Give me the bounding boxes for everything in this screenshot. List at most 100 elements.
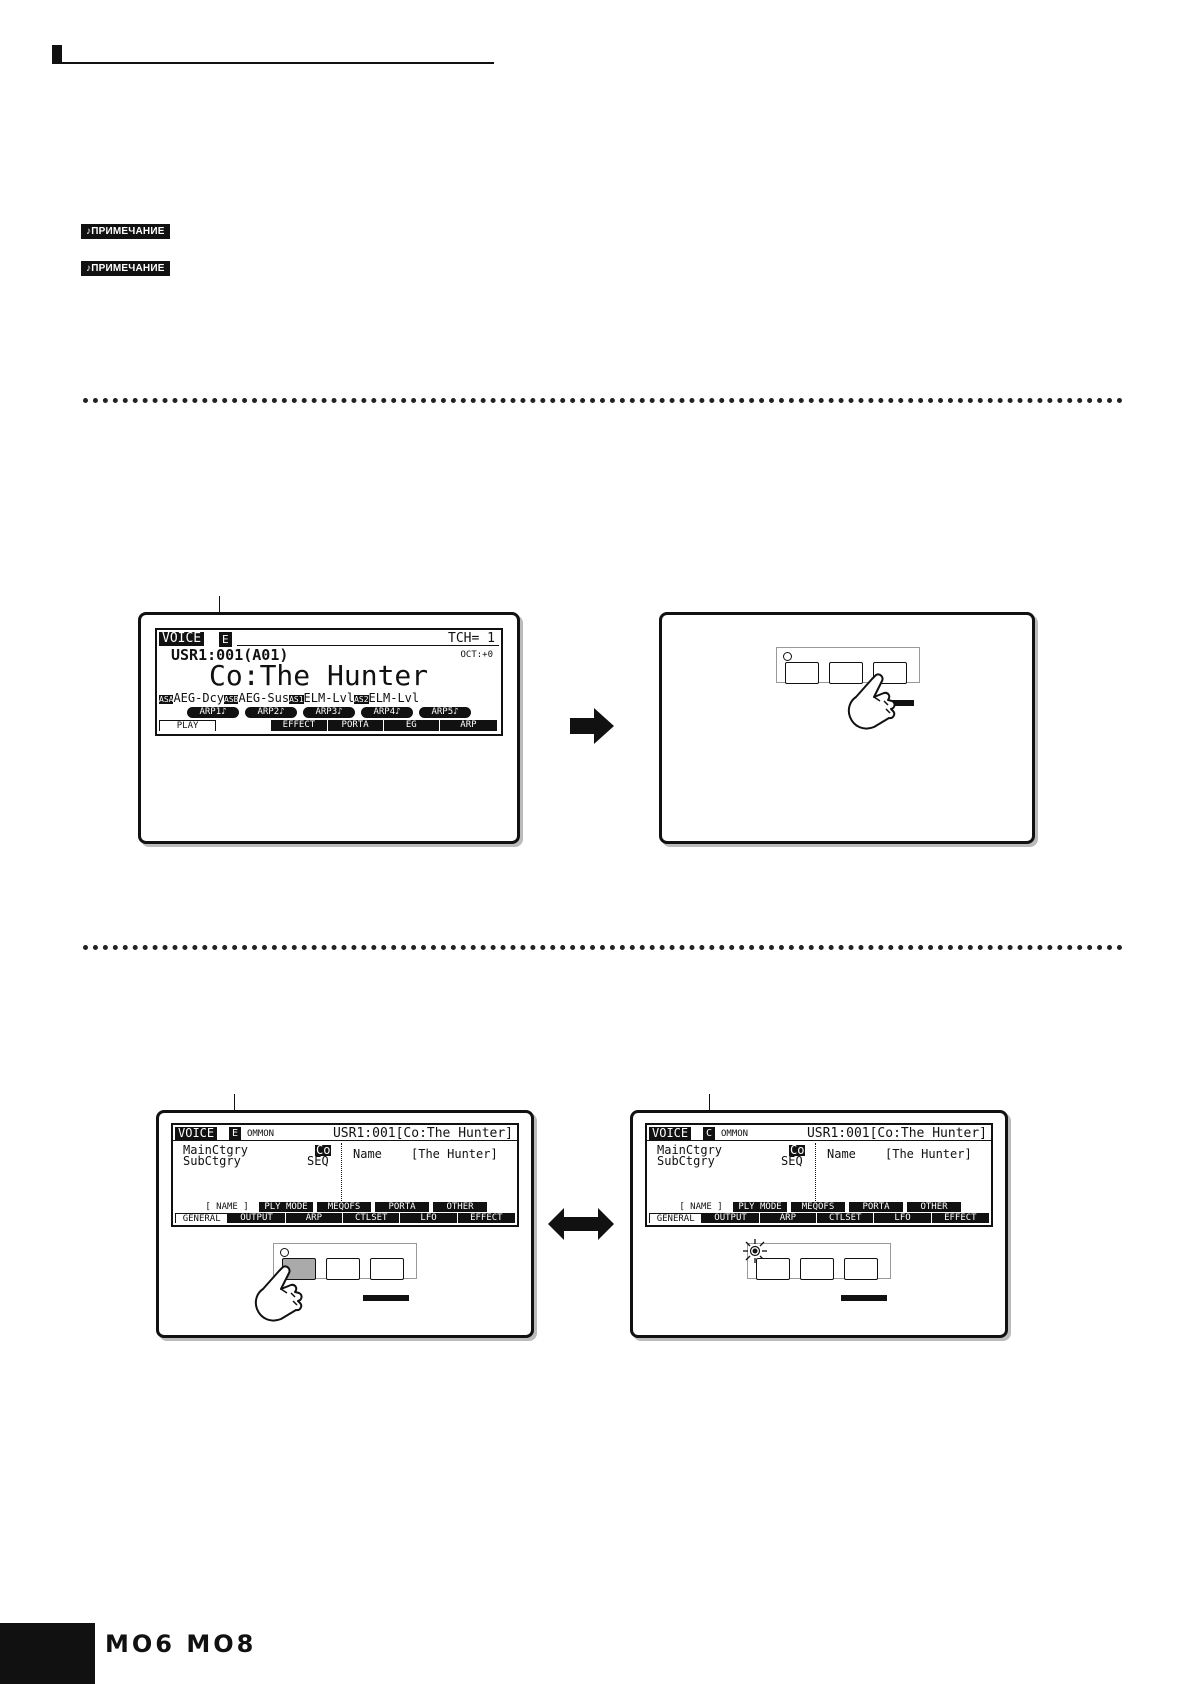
sub-category-value[interactable]: SEQ (307, 1154, 329, 1168)
main-category-label: MainCtgry (657, 1143, 723, 1157)
assign-value: ELM-Lvl (368, 691, 420, 705)
arp-buttons: ARP1♪ ARP2♪ ARP3♪ ARP4♪ ARP5♪ (187, 707, 487, 718)
subtab-meqofs[interactable]: MEQOFS (791, 1202, 845, 1212)
program-label: USR1:001[Co:The Hunter] (332, 1126, 513, 1141)
voice-name: Co:The Hunter (209, 659, 429, 692)
assign-value: ELM-Lvl (303, 691, 355, 705)
program-number: USR1:001(A01) (171, 646, 289, 664)
section-divider (83, 945, 1123, 950)
arp-button[interactable]: ARP5♪ (419, 707, 471, 718)
header-line (647, 1140, 991, 1141)
tab-arp[interactable]: ARP (439, 720, 497, 731)
subtab-ply-mode[interactable]: PLY MODE (259, 1202, 313, 1212)
subtab-name[interactable]: [ NAME ] (679, 1202, 723, 1212)
subtab-meqofs[interactable]: MEQOFS (317, 1202, 371, 1212)
lcd-voice-edit: VOICE E OMMON USR1:001[Co:The Hunter] Ma… (171, 1123, 519, 1227)
note-badge: ♪ПРИМЕЧАНИЕ (81, 261, 170, 276)
tab-general[interactable]: GENERAL (175, 1213, 229, 1224)
subtab-name[interactable]: [ NAME ] (205, 1202, 249, 1212)
tab-empty (216, 720, 271, 731)
name-label: Name (353, 1147, 382, 1161)
sub-category-label: SubCtgry (657, 1154, 715, 1168)
tab-lfo[interactable]: LFO (874, 1213, 932, 1223)
compare-indicator: C (703, 1127, 716, 1141)
tab-porta[interactable]: PORTA (327, 720, 384, 731)
sub-category-label: SubCtgry (183, 1154, 241, 1168)
name-value[interactable]: [The Hunter] (885, 1147, 972, 1161)
product-logo: MO6 MO8 (105, 1630, 257, 1658)
tab-lfo[interactable]: LFO (400, 1213, 458, 1223)
sub-category-value[interactable]: SEQ (781, 1154, 803, 1168)
assign-label: ASA (159, 695, 174, 704)
subtab-other[interactable]: OTHER (433, 1202, 487, 1212)
tch-label: TCH= 1 (448, 631, 495, 646)
tab-output[interactable]: OUTPUT (702, 1213, 760, 1223)
lamp-lit-icon (743, 1239, 767, 1263)
tab-bar: GENERAL OUTPUT ARP CTLSET LFO EFFECT (175, 1213, 516, 1224)
lcd-voice-play: VOICE E TCH= 1 USR1:001(A01) OCT:+0 Co:T… (155, 628, 503, 736)
assign-label: ASB (224, 695, 239, 704)
header-rule (52, 62, 494, 64)
assign-label: AS2 (354, 695, 369, 704)
note-badge: ♪ПРИМЕЧАНИЕ (81, 224, 170, 239)
button-press-panel (659, 612, 1035, 844)
arp-button[interactable]: ARP3♪ (303, 707, 355, 718)
header-mark (52, 45, 62, 63)
lamp-indicator (280, 1248, 289, 1257)
tab-play[interactable]: PLAY (159, 720, 217, 731)
tab-arp[interactable]: ARP (759, 1213, 818, 1223)
panel-button-2[interactable] (829, 662, 863, 684)
mode-label: VOICE (159, 632, 205, 646)
panel-button-3[interactable] (844, 1258, 878, 1280)
panel-button-2[interactable] (800, 1258, 834, 1280)
panel-button-2[interactable] (326, 1258, 360, 1280)
arp-button[interactable]: ARP4♪ (361, 707, 413, 718)
edit-indicator: E (229, 1127, 242, 1141)
tab-output[interactable]: OUTPUT (228, 1213, 286, 1223)
tab-bar: PLAY EFFECT PORTA EG ARP (159, 720, 497, 731)
button-group (743, 1239, 891, 1280)
subtab-porta[interactable]: PORTA (849, 1202, 903, 1212)
edit-indicator: E (219, 632, 232, 647)
section-label: OMMON (247, 1129, 275, 1139)
main-category-value[interactable]: Co (315, 1143, 332, 1157)
panel-button-1[interactable] (785, 662, 819, 684)
mode-label: VOICE (649, 1127, 692, 1140)
divider (341, 1143, 342, 1201)
tab-ctlset[interactable]: CTLSET (343, 1213, 401, 1223)
assign-value: AEG-Sus (238, 691, 290, 705)
tab-bar: GENERAL OUTPUT ARP CTLSET LFO EFFECT (649, 1213, 990, 1224)
tab-effect[interactable]: EFFECT (931, 1213, 990, 1223)
panel-button-3[interactable] (370, 1258, 404, 1280)
tab-eg[interactable]: EG (383, 720, 440, 731)
arp-button[interactable]: ARP1♪ (187, 707, 239, 718)
mode-label: VOICE (175, 1127, 218, 1140)
name-value[interactable]: [The Hunter] (411, 1147, 498, 1161)
voice-edit-panel-right: VOICE C OMMON USR1:001[Co:The Hunter] Ma… (630, 1110, 1008, 1338)
panel-button-1[interactable] (756, 1258, 790, 1280)
octave-label: OCT:+0 (460, 650, 493, 660)
assign-value: AEG-Dcy (173, 691, 225, 705)
tab-effect[interactable]: EFFECT (457, 1213, 516, 1223)
subtab-bar: [ NAME ] PLY MODE MEQOFS PORTA OTHER (199, 1202, 509, 1212)
page-number-block (0, 1623, 95, 1684)
lcd-voice-edit: VOICE C OMMON USR1:001[Co:The Hunter] Ma… (645, 1123, 993, 1227)
subtab-ply-mode[interactable]: PLY MODE (733, 1202, 787, 1212)
subtab-porta[interactable]: PORTA (375, 1202, 429, 1212)
main-category-value[interactable]: Co (789, 1143, 806, 1157)
pointing-hand-icon (254, 1265, 303, 1322)
tab-effect[interactable]: EFFECT (271, 720, 328, 731)
button-group (776, 647, 920, 684)
lamp-indicator (783, 652, 792, 661)
subtab-bar: [ NAME ] PLY MODE MEQOFS PORTA OTHER (673, 1202, 983, 1212)
voice-edit-panel-left: VOICE E OMMON USR1:001[Co:The Hunter] Ma… (156, 1110, 534, 1338)
tab-arp[interactable]: ARP (285, 1213, 344, 1223)
pointing-hand-icon (847, 673, 896, 730)
tab-general[interactable]: GENERAL (649, 1213, 703, 1224)
section-divider (83, 398, 1123, 403)
tab-ctlset[interactable]: CTLSET (817, 1213, 875, 1223)
name-label: Name (827, 1147, 856, 1161)
arp-button[interactable]: ARP2♪ (245, 707, 297, 718)
program-label: USR1:001[Co:The Hunter] (806, 1126, 987, 1141)
subtab-other[interactable]: OTHER (907, 1202, 961, 1212)
